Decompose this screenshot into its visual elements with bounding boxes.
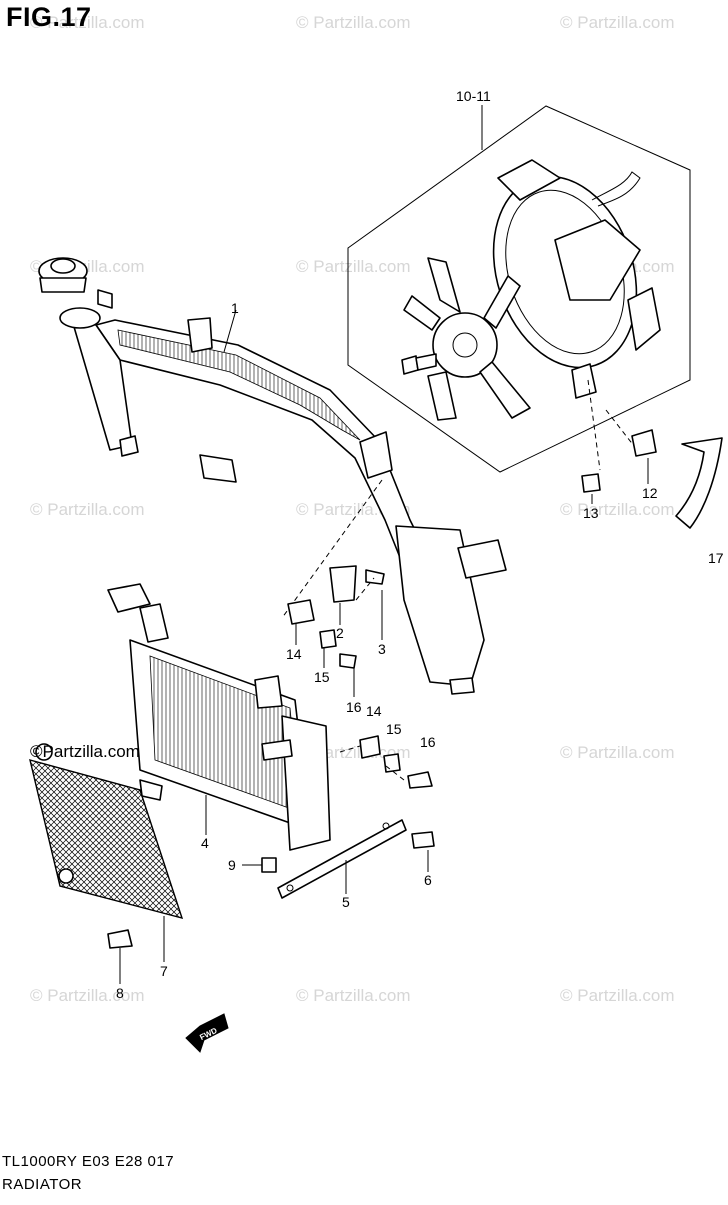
callout-4: 4 [201,835,209,851]
grommet-14-upper [287,599,315,625]
collar-15-upper [319,629,337,649]
radiator-bracket [277,819,407,899]
radiator-cap [38,257,88,293]
watermark: © Partzilla.com [296,13,411,32]
watermark: © Partzilla.com [30,13,145,32]
callout-16-upper: 16 [346,699,362,715]
footer-model-code: TL1000RY E03 E28 017 [2,1153,175,1170]
fan-screw [401,353,437,375]
bolt-3 [365,569,385,585]
callout-14-lower: 14 [366,703,382,719]
radiator-filler-neck [59,289,113,329]
collar-15-lower [383,753,401,773]
footer-section-name: RADIATOR [2,1176,83,1193]
fan-blade [403,257,531,421]
screw-8 [107,929,133,949]
nut-9 [261,857,277,873]
watermark: © Partzilla.com [296,986,411,1005]
fan-assembly-outline [347,105,691,473]
watermark: © Partzilla.com [30,986,145,1005]
callout-15-upper: 15 [314,669,330,685]
callout-5: 5 [342,894,350,910]
radiator-lower [107,583,331,851]
callout-17: 17 [708,550,724,566]
grommet-14-lower [359,735,381,759]
bracket-2 [329,565,357,603]
callout-7: 7 [160,963,168,979]
watermark: © Partzilla.com [296,257,411,276]
bolt-12 [631,429,657,457]
leader-lines [119,105,649,984]
partzilla-stamp: ©Partzilla.com [30,742,140,761]
bolt-16-upper [339,653,357,669]
bolt-16-lower [407,771,433,789]
fan-assembly-group [347,105,691,473]
watermark: © Partzilla.com [30,500,145,519]
bolt-6 [411,831,435,849]
callout-14-upper: 14 [286,646,302,662]
nut-13 [581,473,601,493]
fan-shroud [492,159,661,399]
radiator-guard [29,743,184,920]
watermark: © Partzilla.com [560,500,675,519]
callout-9: 9 [228,857,236,873]
callout-3: 3 [378,641,386,657]
callout-12: 12 [642,485,658,501]
clamp-17 [675,437,723,529]
callout-10-11: 10-11 [456,88,491,104]
callout-6: 6 [424,872,432,888]
figure-title: FIG.17 [6,2,92,32]
callout-1: 1 [231,300,239,316]
watermark: © Partzilla.com [560,986,675,1005]
watermark: © Partzilla.com [560,743,675,762]
hardware-items [107,429,723,949]
watermark: © Partzilla.com [560,13,675,32]
forward-arrow: FWD [185,1013,229,1053]
callout-16-lower: 16 [420,734,436,750]
callout-2: 2 [336,625,344,641]
callouts: 1 2 3 4 5 6 7 8 9 10-11 12 13 14 14 15 1… [116,88,724,1001]
callout-13: 13 [583,505,599,521]
assembly-lines [339,379,635,781]
callout-8: 8 [116,985,124,1001]
callout-15-lower: 15 [386,721,402,737]
